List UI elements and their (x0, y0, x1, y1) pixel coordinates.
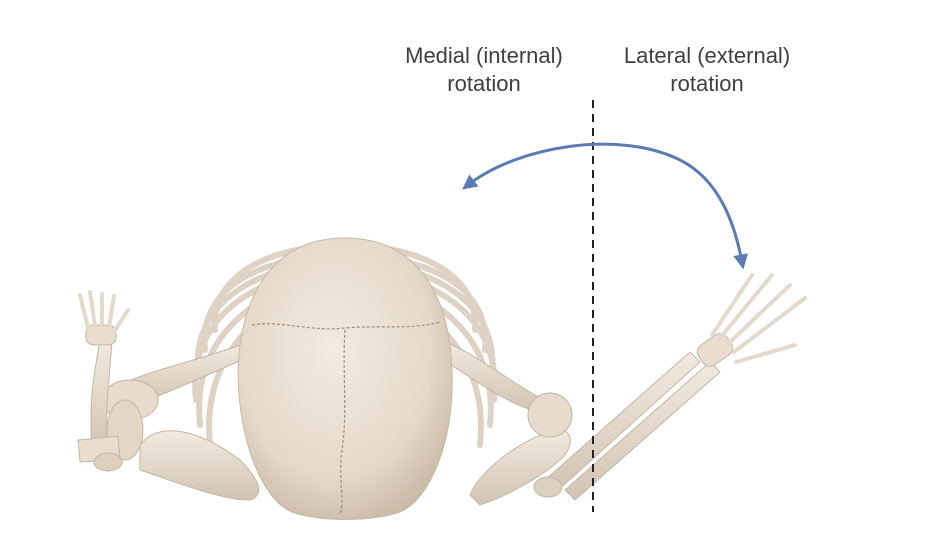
skull (237, 237, 453, 520)
lateral-label-line1: Lateral (external) (623, 43, 791, 68)
left-shoulder (101, 342, 260, 501)
rotation-arrow-icon (462, 142, 748, 270)
right-shoulder (439, 339, 573, 506)
right-arm (533, 273, 807, 501)
lateral-label-line2: rotation (670, 71, 744, 96)
medial-label-line2: rotation (447, 71, 521, 96)
lateral-rotation-label: Lateral (external) rotation (607, 42, 807, 98)
medial-label-line1: Medial (internal) (405, 43, 563, 68)
left-arm (77, 290, 130, 472)
medial-rotation-label: Medial (internal) rotation (384, 42, 584, 98)
